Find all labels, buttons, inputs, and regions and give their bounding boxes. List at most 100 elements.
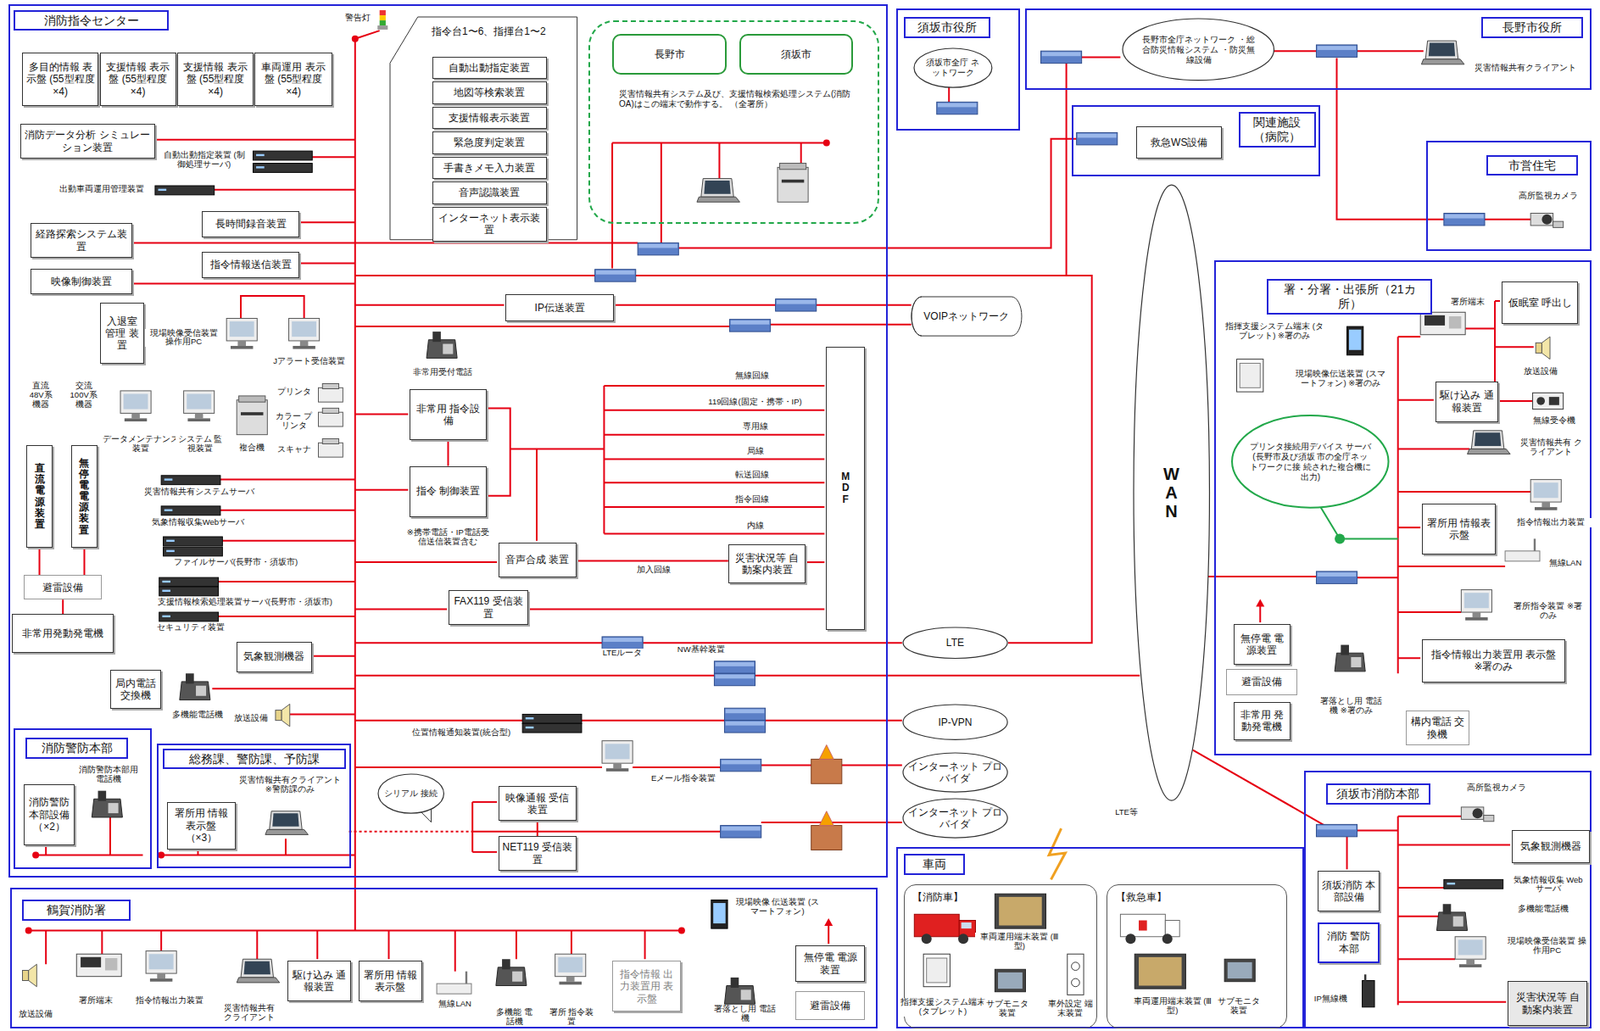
icon-part xyxy=(269,811,303,831)
device-label: 内線 xyxy=(734,521,775,531)
wire xyxy=(214,189,356,191)
icon-part xyxy=(183,390,215,413)
icon-part xyxy=(436,983,472,994)
icon-part xyxy=(166,540,175,542)
icon-part xyxy=(776,300,816,305)
icon-part xyxy=(1041,50,1082,63)
wire xyxy=(130,283,356,285)
node-label: 署所用 情報表示盤 xyxy=(359,967,422,996)
icon-part xyxy=(522,713,582,724)
icon-part xyxy=(252,150,313,161)
device-icon xyxy=(936,101,978,114)
icon-part xyxy=(292,345,315,350)
wire xyxy=(827,925,830,945)
wire xyxy=(153,139,356,141)
device-icon xyxy=(713,661,755,674)
device-icon xyxy=(555,953,586,985)
icon-part xyxy=(512,971,523,982)
device-icon xyxy=(1237,359,1264,393)
icon-part xyxy=(777,167,809,202)
wire xyxy=(603,434,825,436)
wire xyxy=(1398,611,1462,614)
device-label: 現場映像受信装置 操作用PC xyxy=(1505,936,1588,956)
wire xyxy=(526,607,825,610)
device-icon xyxy=(724,720,765,733)
wire xyxy=(471,802,474,853)
device-icon xyxy=(436,971,472,994)
node-box: インターネット表示装置 xyxy=(432,206,547,242)
icon-part xyxy=(696,196,741,202)
node-box: 構内電話 交換機 xyxy=(1405,710,1470,746)
wire xyxy=(44,931,47,965)
device-icon xyxy=(155,185,215,196)
icon-part xyxy=(811,758,842,784)
node-box: 救急WS設備 xyxy=(1136,126,1222,160)
icon-part xyxy=(164,509,173,512)
device-label: 現場映像受信装置 操作用PC xyxy=(144,328,223,348)
device-icon xyxy=(1443,879,1504,889)
icon-part xyxy=(811,825,842,851)
node-outline-shape xyxy=(1133,184,1210,801)
wire xyxy=(163,853,356,856)
icon-part xyxy=(1455,936,1486,959)
node-label: MDF xyxy=(840,471,851,506)
region-title: 須坂市消防本部 xyxy=(1326,783,1431,805)
wire xyxy=(355,30,380,40)
icon-part xyxy=(703,180,731,195)
icon-part xyxy=(163,536,223,547)
wire xyxy=(1398,915,1439,918)
device-icon xyxy=(159,577,219,587)
device-label: IP無線機 xyxy=(1308,994,1354,1004)
device-icon xyxy=(317,383,343,402)
device-label: 多機能電話機 xyxy=(167,710,229,720)
wire xyxy=(130,241,638,244)
connector xyxy=(576,559,729,562)
node-label: 指令情報 出力装置用 表示盤 xyxy=(613,966,681,1007)
node-label: 地図等検索装置 xyxy=(433,84,547,101)
device-label: 気象情報収集 Webサーバ xyxy=(1510,875,1586,895)
node-label: 多目的情報 表示盤 (55型程度×4) xyxy=(22,59,98,100)
node-box: 無停電 電源装置 xyxy=(795,945,865,982)
device-icon xyxy=(236,958,280,983)
wire xyxy=(816,304,912,307)
icon-part xyxy=(1315,571,1357,584)
node-box: 須坂市 xyxy=(739,33,854,75)
wire xyxy=(1346,836,1349,870)
wire xyxy=(1398,843,1511,846)
icon-part xyxy=(1466,958,1475,965)
icon-part xyxy=(317,387,343,402)
icon-part xyxy=(1134,953,1186,989)
icon-part xyxy=(1138,957,1182,987)
node-label: 消防 警防本部 xyxy=(1319,928,1378,957)
device-icon xyxy=(1533,392,1564,409)
icon-part xyxy=(720,825,762,838)
device-icon xyxy=(711,899,728,929)
region-title: 【救急車】 xyxy=(1112,889,1178,905)
wire xyxy=(100,931,103,955)
icon-part xyxy=(377,25,388,30)
region-title: 車両 xyxy=(903,853,965,876)
wire xyxy=(1398,657,1421,659)
region-title: 長野市役所 xyxy=(1481,16,1584,39)
device-label: 警告灯 xyxy=(342,13,374,23)
device-icon xyxy=(1134,953,1186,989)
node-box: 非常用発動発電機 xyxy=(11,613,114,653)
icon-part xyxy=(131,412,140,419)
icon-part xyxy=(1533,392,1564,409)
icon-part xyxy=(1362,981,1375,1008)
device-icon xyxy=(496,958,527,986)
device-icon xyxy=(811,745,842,785)
icon-part xyxy=(613,763,622,769)
wire xyxy=(1273,50,1317,52)
icon-part xyxy=(1530,213,1553,226)
device-label: 複合機 xyxy=(234,443,270,453)
node-label: 署所用 情報表示盤 xyxy=(1422,515,1495,544)
bus-end xyxy=(678,927,686,935)
icon-part xyxy=(1317,572,1357,577)
node-label: IP伝送装置 xyxy=(506,300,614,316)
icon-part xyxy=(1224,958,1255,982)
icon-part xyxy=(1349,329,1361,351)
bus-end xyxy=(25,927,33,935)
wire xyxy=(632,766,720,769)
node-box: 長野市全庁ネットワーク ・総合防災情報システム ・防災無線設備 xyxy=(1121,17,1276,82)
